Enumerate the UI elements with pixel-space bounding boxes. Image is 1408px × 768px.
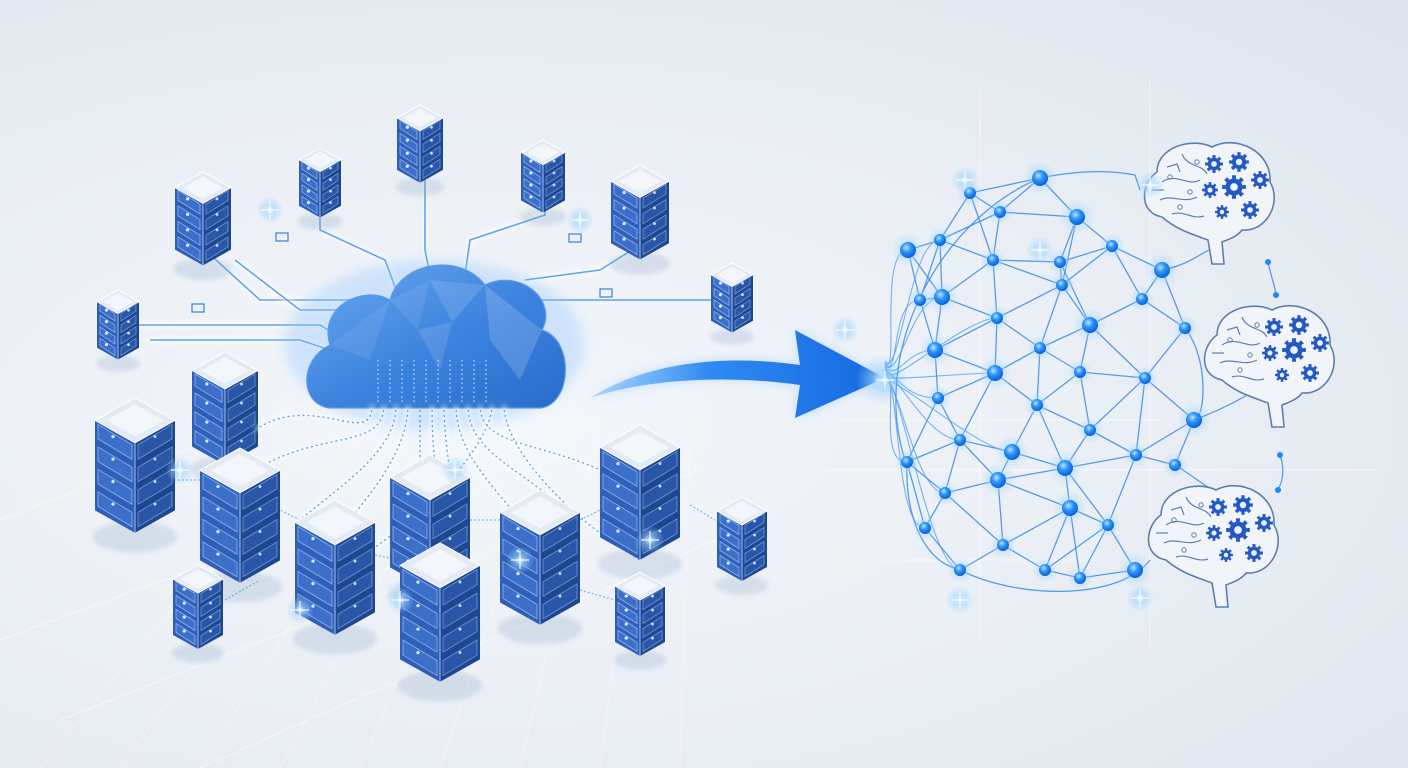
- network-node: [1069, 209, 1085, 225]
- network-node: [1032, 170, 1048, 186]
- network-node: [987, 365, 1003, 381]
- network-node: [927, 342, 943, 358]
- network-node: [1062, 500, 1078, 516]
- network-node: [1074, 366, 1086, 378]
- brain-with-gears-icon: [1143, 141, 1275, 265]
- server-rack-icon: [93, 397, 177, 553]
- server-rack-icon: [95, 289, 141, 372]
- network-node: [997, 539, 1009, 551]
- brain-with-gears-icon: [1203, 304, 1335, 428]
- server-cluster-front: [93, 397, 769, 702]
- server-rack-icon: [190, 351, 260, 482]
- network-node: [901, 456, 913, 468]
- network-node: [1039, 564, 1051, 576]
- ai-brains: [1143, 141, 1335, 608]
- sparkles: [166, 166, 1164, 624]
- network-node: [1054, 256, 1066, 268]
- network-node: [900, 242, 916, 258]
- network-node: [914, 294, 926, 306]
- brain-with-gears-icon: [1147, 484, 1279, 608]
- network-node: [1034, 342, 1046, 354]
- server-cluster-back: [95, 104, 755, 482]
- network-node: [1057, 460, 1073, 476]
- server-rack-icon: [171, 564, 225, 663]
- network-node: [991, 312, 1003, 324]
- network-node: [1056, 279, 1068, 291]
- cloud: [285, 260, 585, 430]
- network-node: [934, 234, 946, 246]
- network-node: [1139, 372, 1151, 384]
- network-node: [1102, 519, 1114, 531]
- network-node: [1136, 293, 1148, 305]
- server-rack-icon: [613, 571, 667, 670]
- network-node: [1031, 399, 1043, 411]
- network-node: [1130, 449, 1142, 461]
- network-node: [954, 434, 966, 446]
- server-rack-icon: [395, 104, 445, 196]
- network-node: [1179, 322, 1191, 334]
- network-node: [919, 522, 931, 534]
- server-rack-icon: [293, 499, 377, 655]
- network-node: [954, 564, 966, 576]
- network-node: [939, 487, 951, 499]
- network-node: [1074, 572, 1086, 584]
- network-node: [990, 472, 1006, 488]
- network-node: [932, 392, 944, 404]
- network-node: [1127, 562, 1143, 578]
- server-rack-icon: [709, 262, 755, 345]
- network-node: [987, 254, 999, 266]
- network-node: [1106, 240, 1118, 252]
- server-rack-icon: [715, 496, 769, 595]
- server-rack-icon: [598, 424, 682, 580]
- server-rack-icon: [297, 147, 343, 230]
- network-node: [1084, 424, 1096, 436]
- server-rack-icon: [173, 171, 233, 281]
- network-node: [1004, 444, 1020, 460]
- curved-arrow-icon: [590, 330, 885, 418]
- server-rack-icon: [398, 542, 482, 702]
- server-rack-icon: [519, 139, 567, 226]
- flow-arrow: [590, 330, 908, 418]
- network-node: [934, 289, 950, 305]
- server-rack-icon: [609, 164, 671, 275]
- network-node: [994, 206, 1006, 218]
- cloud-icon: [306, 264, 566, 409]
- network-node: [1082, 317, 1098, 333]
